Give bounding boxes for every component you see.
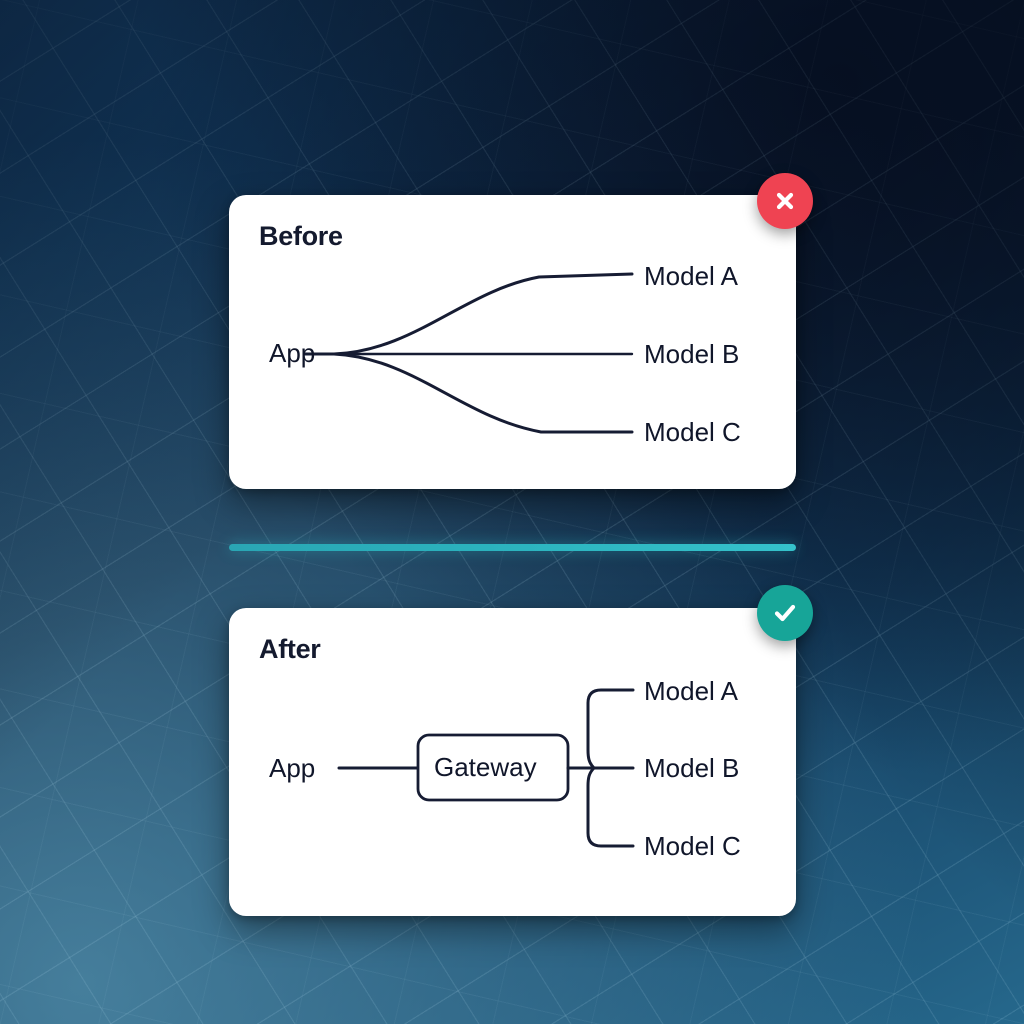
after-card-title: After <box>259 634 321 664</box>
edge-app-to-model-a <box>332 272 634 356</box>
before-node-app: App <box>269 338 316 368</box>
before-card-title: Before <box>259 221 343 251</box>
before-node-model-c: Model C <box>644 417 741 447</box>
after-diagram <box>337 688 635 848</box>
success-badge[interactable] <box>757 585 813 641</box>
error-badge[interactable] <box>757 173 813 229</box>
after-node-model-a: Model A <box>644 676 738 706</box>
check-icon <box>774 604 796 622</box>
after-node-model-b: Model B <box>644 753 740 783</box>
after-card: After App Gateway Model A Model B Model … <box>229 608 796 916</box>
edge-branch-to-model-c <box>586 766 635 848</box>
before-node-model-a: Model A <box>644 261 738 291</box>
edge-app-to-model-c <box>332 352 634 434</box>
close-icon <box>776 192 794 210</box>
edge-branch-to-model-a <box>586 688 635 770</box>
before-diagram <box>303 272 634 434</box>
before-card: Before App Model A Model B Model C <box>229 195 796 489</box>
after-node-gateway: Gateway <box>434 752 537 782</box>
before-node-model-b: Model B <box>644 339 740 369</box>
after-node-model-c: Model C <box>644 831 741 861</box>
after-node-app: App <box>269 753 316 783</box>
section-divider <box>229 544 796 551</box>
